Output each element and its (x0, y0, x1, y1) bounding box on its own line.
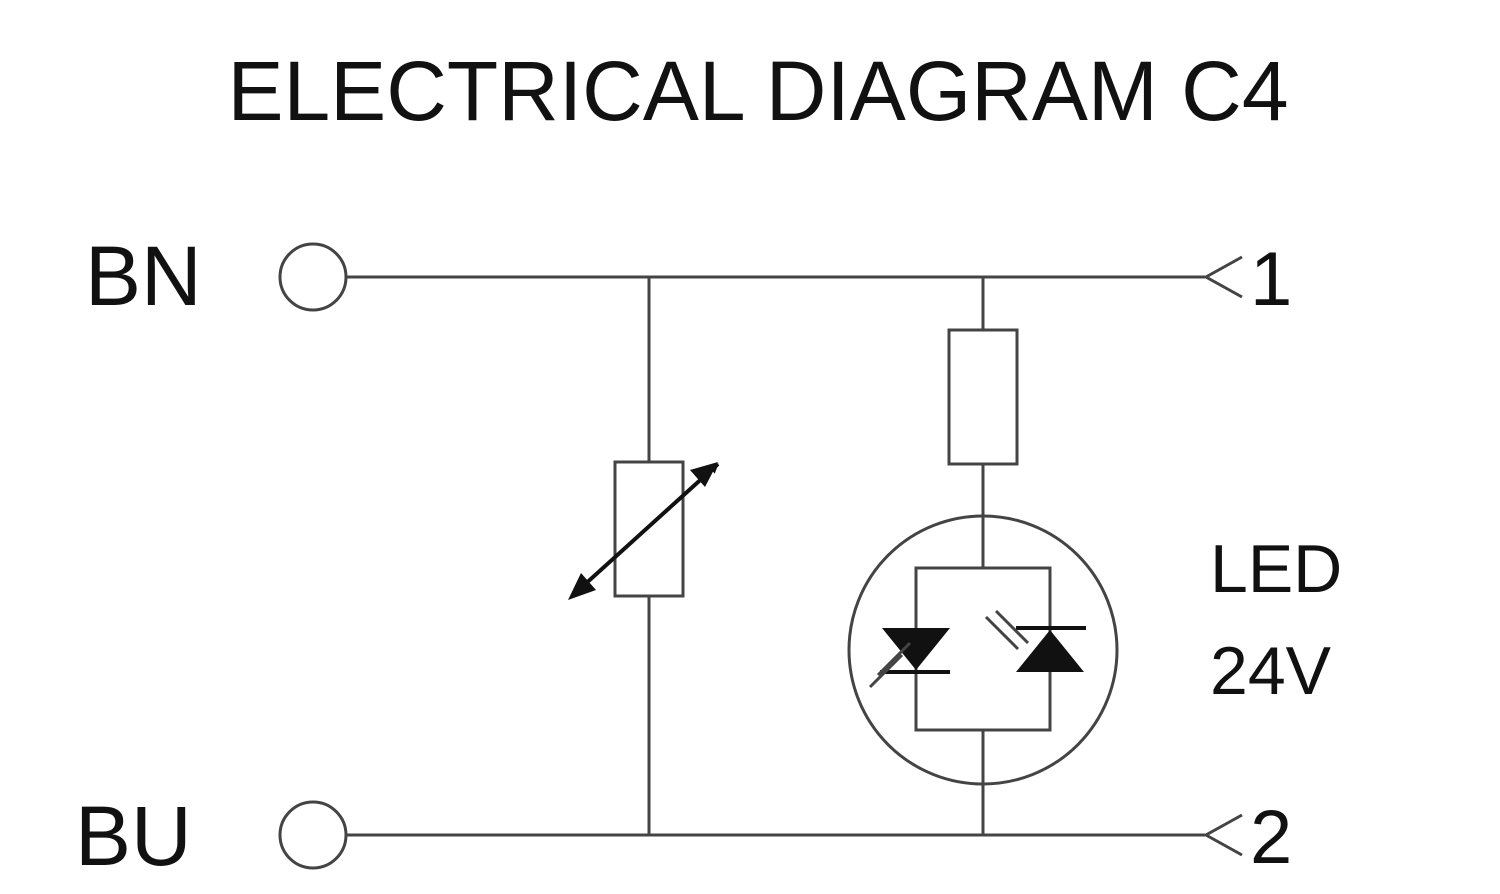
terminal-circle-bu (278, 800, 348, 870)
diagram-title: ELECTRICAL DIAGRAM C4 (227, 44, 1288, 138)
varistor-arrow (570, 462, 720, 598)
led-diode-right (1016, 630, 1084, 672)
resistor (947, 277, 1019, 568)
terminal-label-bu: BU (75, 789, 192, 883)
terminal-label-bn: BN (85, 229, 202, 323)
led-label: LED (1210, 531, 1342, 607)
pin-number-2: 2 (1250, 795, 1292, 880)
pin-number-1: 1 (1250, 237, 1292, 322)
led-diode-left (882, 628, 950, 670)
terminal-circle-bn (278, 242, 348, 312)
led-voltage-label: 24V (1210, 633, 1332, 709)
bidirectional-led (847, 464, 1119, 835)
varistor (568, 277, 720, 835)
pin-connector-2 (1202, 813, 1243, 857)
pin-connector-1 (1202, 255, 1243, 299)
